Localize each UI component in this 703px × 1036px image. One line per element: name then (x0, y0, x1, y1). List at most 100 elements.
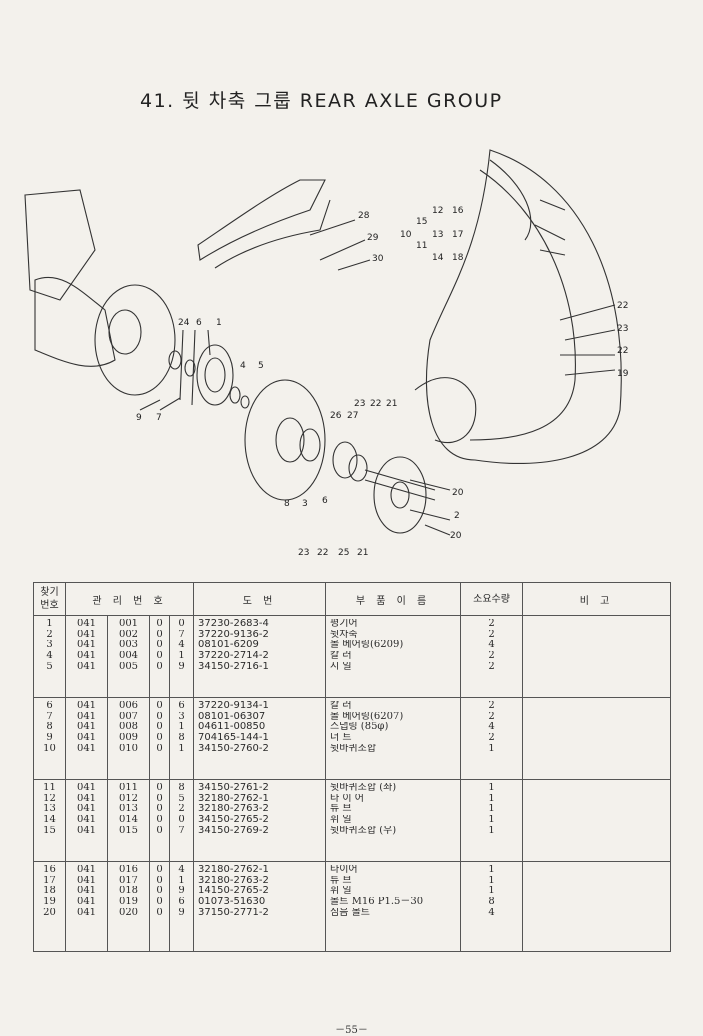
cell-value: 0 (156, 711, 163, 722)
axle-housing (24, 189, 96, 301)
callout: 13 (432, 230, 443, 240)
cell-value: 017 (118, 875, 139, 886)
cell-value: 0 (178, 815, 185, 826)
cell-value: 뒷차축 (330, 629, 358, 640)
cell-value: 6 (178, 897, 185, 908)
cell-value: 휘 일 (330, 815, 352, 826)
callout: 4 (240, 361, 246, 371)
callout: 25 (338, 548, 349, 558)
cell-value: 평기어 (330, 619, 358, 629)
cell-value: 041 (76, 743, 97, 754)
cell-value: 016 (118, 865, 139, 875)
callout-labels: 28 29 30 12 16 15 13 17 10 11 14 18 22 2… (136, 206, 629, 558)
cell-value: 1 (488, 875, 495, 886)
callout: 12 (432, 206, 443, 216)
cell-value: 0 (156, 733, 163, 744)
cell-value: 041 (76, 897, 97, 908)
cell-value: 2 (46, 629, 53, 640)
cell-value: 34150-2716-1 (198, 661, 269, 672)
cell-value: 37220-9134-1 (198, 701, 269, 711)
callout: 29 (367, 233, 379, 243)
cell-value: 006 (118, 701, 139, 711)
cell-value: 019 (118, 897, 139, 908)
cell-value: 32180-2762-1 (198, 865, 269, 875)
callout: 20 (450, 531, 462, 541)
cell-value: 0 (156, 619, 163, 629)
cell-value: 041 (76, 825, 97, 836)
cell-value: 칼 러 (330, 701, 352, 711)
callout: 22 (317, 548, 328, 558)
cell-value: 041 (76, 711, 97, 722)
cell-value: 5 (46, 661, 53, 672)
cell-value: 041 (76, 661, 97, 672)
cell-value: 볼트 M16 P1.5－30 (330, 897, 424, 908)
cell-value: 9 (46, 733, 53, 744)
cell-value: 37220-2714-2 (198, 651, 269, 662)
cell-value: 칼 러 (330, 651, 352, 662)
cell-value: 01073-51630 (198, 897, 266, 908)
remarks-cell (522, 779, 672, 862)
cell-value: 5 (178, 793, 185, 804)
cell-value: 1 (178, 651, 185, 662)
page-title: 41. 뒷 차축 그룹 REAR AXLE GROUP (140, 90, 503, 112)
cell-value: 0 (156, 722, 163, 733)
cell-value: 8 (488, 897, 495, 908)
callout: 5 (258, 361, 264, 371)
callout: 6 (196, 318, 202, 328)
cell-value: 001 (118, 619, 139, 629)
cell-value: 041 (76, 907, 97, 918)
remarks-cell (522, 697, 672, 780)
callout: 28 (358, 211, 370, 221)
cell-value: 볼 베어링(6207) (330, 711, 404, 722)
cell-value: 2 (488, 619, 495, 629)
callout: 21 (386, 399, 397, 409)
callout: 19 (617, 369, 629, 379)
exploded-parts-diagram: 28 29 30 12 16 15 13 17 10 11 14 18 22 2… (24, 149, 629, 558)
cell-value: 7 (46, 711, 53, 722)
cell-value: 14 (43, 815, 56, 826)
cell-value: 1 (488, 793, 495, 804)
cell-value: 0 (156, 875, 163, 886)
cell-value: 041 (76, 783, 97, 793)
cell-value: 007 (118, 711, 139, 722)
cell-value: 041 (76, 815, 97, 826)
cell-value: 002 (118, 629, 139, 640)
cell-value: 10 (43, 743, 56, 754)
cell-value: 뒷바퀴조합 (좌) (330, 783, 397, 793)
cell-value: 4 (46, 651, 53, 662)
remarks-cell (522, 615, 672, 698)
cell-value: 32180-2763-2 (198, 804, 269, 815)
callout: 2 (454, 511, 460, 521)
cell-value: 0 (156, 783, 163, 793)
cell-value: 005 (118, 661, 139, 672)
col-part-name: 부 품 이 름 (325, 582, 462, 616)
cell-value: 003 (118, 640, 139, 651)
cell-value: 041 (76, 865, 97, 875)
cell-value: 0 (156, 886, 163, 897)
cell-value: 4 (178, 865, 185, 875)
cell-value: 2 (178, 804, 185, 815)
cell-value: 튜 브 (330, 875, 352, 886)
cell-value: 1 (488, 886, 495, 897)
cell-value: 041 (76, 651, 97, 662)
cell-value: 1 (178, 875, 185, 886)
wheel-weight (197, 179, 326, 261)
cell-value: 041 (76, 629, 97, 640)
cell-value: 0 (178, 619, 185, 629)
cell-value: 3 (178, 711, 185, 722)
cell-value: 6 (46, 701, 53, 711)
cell-value: 뒷바퀴조합 (우) (330, 825, 397, 836)
